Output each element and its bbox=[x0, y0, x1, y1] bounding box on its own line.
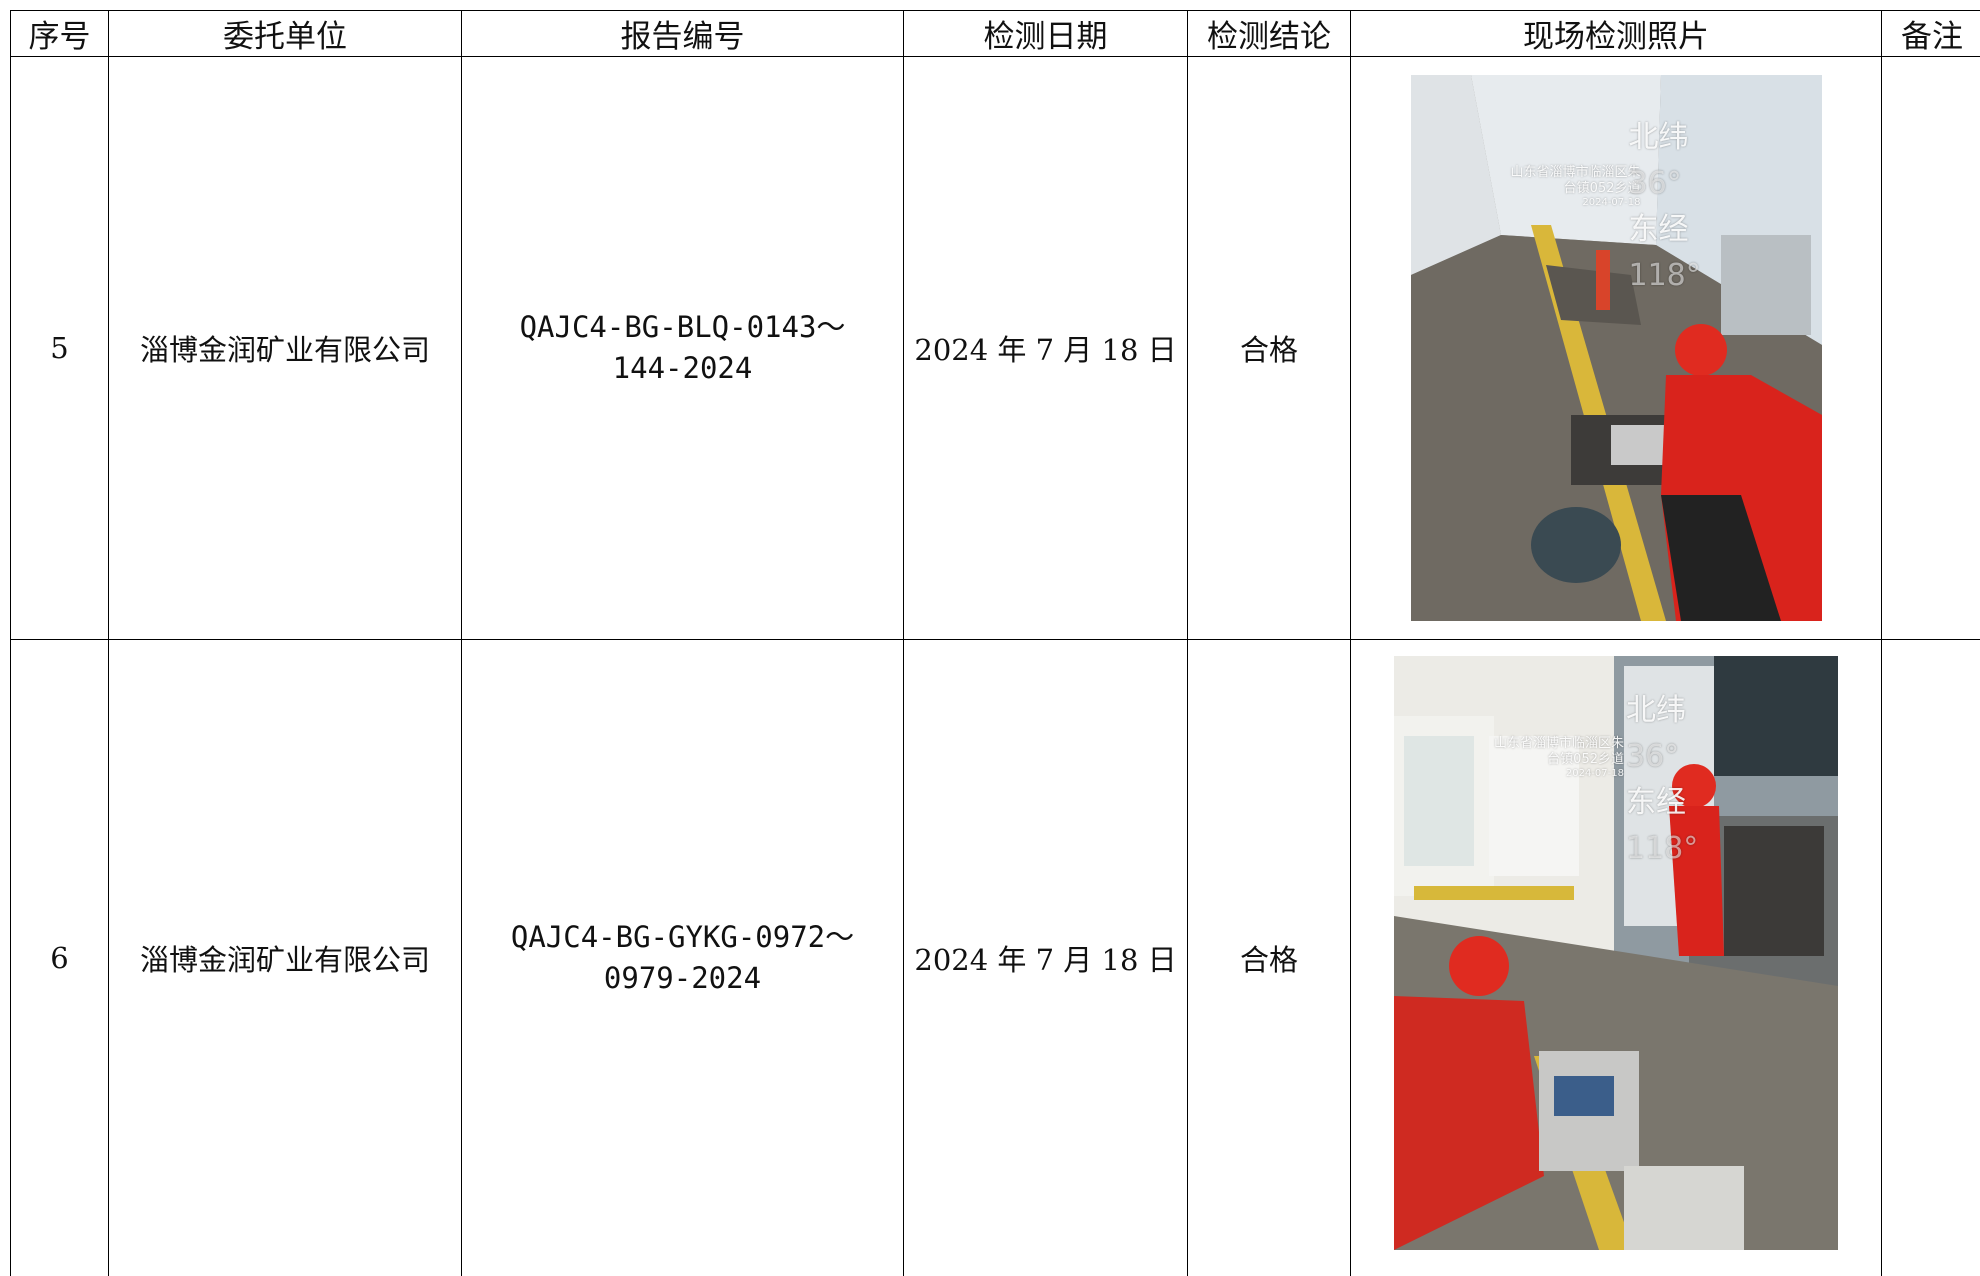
row-date: 2024 年 7 月 18 日 bbox=[904, 640, 1188, 1276]
watermark-lat-value: 36° bbox=[1629, 167, 1682, 201]
table-row: 5 淄博金润矿业有限公司 QAJC4-BG-BLQ-0143～ 144-2024… bbox=[11, 57, 1980, 640]
watermark-lon-label: 东经 bbox=[1626, 786, 1686, 820]
watermark-lat-label: 北纬 bbox=[1626, 694, 1686, 728]
row-remark bbox=[1882, 640, 1980, 1276]
report-no-line2: 0979-2024 bbox=[462, 958, 903, 999]
watermark-date: 2024-07-18 bbox=[1434, 768, 1624, 779]
row-report-no: QAJC4-BG-GYKG-0972～ 0979-2024 bbox=[462, 640, 904, 1276]
table-row: 6 淄博金润矿业有限公司 QAJC4-BG-GYKG-0972～ 0979-20… bbox=[11, 640, 1980, 1276]
header-result: 检测结论 bbox=[1188, 11, 1351, 57]
row-index: 6 bbox=[11, 640, 109, 1276]
row-remark bbox=[1882, 57, 1980, 640]
row-client: 淄博金润矿业有限公司 bbox=[109, 57, 462, 640]
inspection-report-table: 序号 委托单位 报告编号 检测日期 检测结论 现场检测照片 备注 5 淄博金润矿… bbox=[10, 10, 1980, 1276]
header-index: 序号 bbox=[11, 11, 109, 57]
header-client: 委托单位 bbox=[109, 11, 462, 57]
watermark-lon-value: 118° bbox=[1629, 259, 1701, 293]
header-date: 检测日期 bbox=[904, 11, 1188, 57]
header-photo: 现场检测照片 bbox=[1351, 11, 1882, 57]
watermark-address: 山东省淄博市临淄区朱 台镇052乡道 bbox=[1451, 165, 1641, 197]
row-date: 2024 年 7 月 18 日 bbox=[904, 57, 1188, 640]
header-report-no: 报告编号 bbox=[462, 11, 904, 57]
row-result: 合格 bbox=[1188, 640, 1351, 1276]
row-report-no: QAJC4-BG-BLQ-0143～ 144-2024 bbox=[462, 57, 904, 640]
row-result: 合格 bbox=[1188, 57, 1351, 640]
site-photo: 山东省淄博市临淄区朱 台镇052乡道 2024-07-18 北纬 36° 东经 … bbox=[1411, 75, 1822, 621]
watermark-lat-value: 36° bbox=[1626, 740, 1679, 774]
header-remark: 备注 bbox=[1882, 11, 1980, 57]
report-no-line2: 144-2024 bbox=[462, 348, 903, 389]
watermark-lon-value: 118° bbox=[1626, 832, 1698, 866]
table-header-row: 序号 委托单位 报告编号 检测日期 检测结论 现场检测照片 备注 bbox=[11, 11, 1980, 57]
site-photo-scene bbox=[1411, 75, 1822, 621]
row-index: 5 bbox=[11, 57, 109, 640]
watermark-address: 山东省淄博市临淄区朱 台镇052乡道 bbox=[1434, 736, 1624, 768]
watermark-lon-label: 东经 bbox=[1629, 213, 1689, 247]
report-no-line1: QAJC4-BG-BLQ-0143～ bbox=[462, 307, 903, 348]
row-photo-cell: 山东省淄博市临淄区朱 台镇052乡道 2024-07-18 北纬 36° 东经 … bbox=[1351, 640, 1882, 1276]
watermark-lat-label: 北纬 bbox=[1629, 121, 1689, 155]
row-photo-cell: 山东省淄博市临淄区朱 台镇052乡道 2024-07-18 北纬 36° 东经 … bbox=[1351, 57, 1882, 640]
report-no-line1: QAJC4-BG-GYKG-0972～ bbox=[462, 917, 903, 958]
row-client: 淄博金润矿业有限公司 bbox=[109, 640, 462, 1276]
site-photo: 山东省淄博市临淄区朱 台镇052乡道 2024-07-18 北纬 36° 东经 … bbox=[1394, 656, 1838, 1250]
watermark-date: 2024-07-18 bbox=[1451, 197, 1641, 208]
